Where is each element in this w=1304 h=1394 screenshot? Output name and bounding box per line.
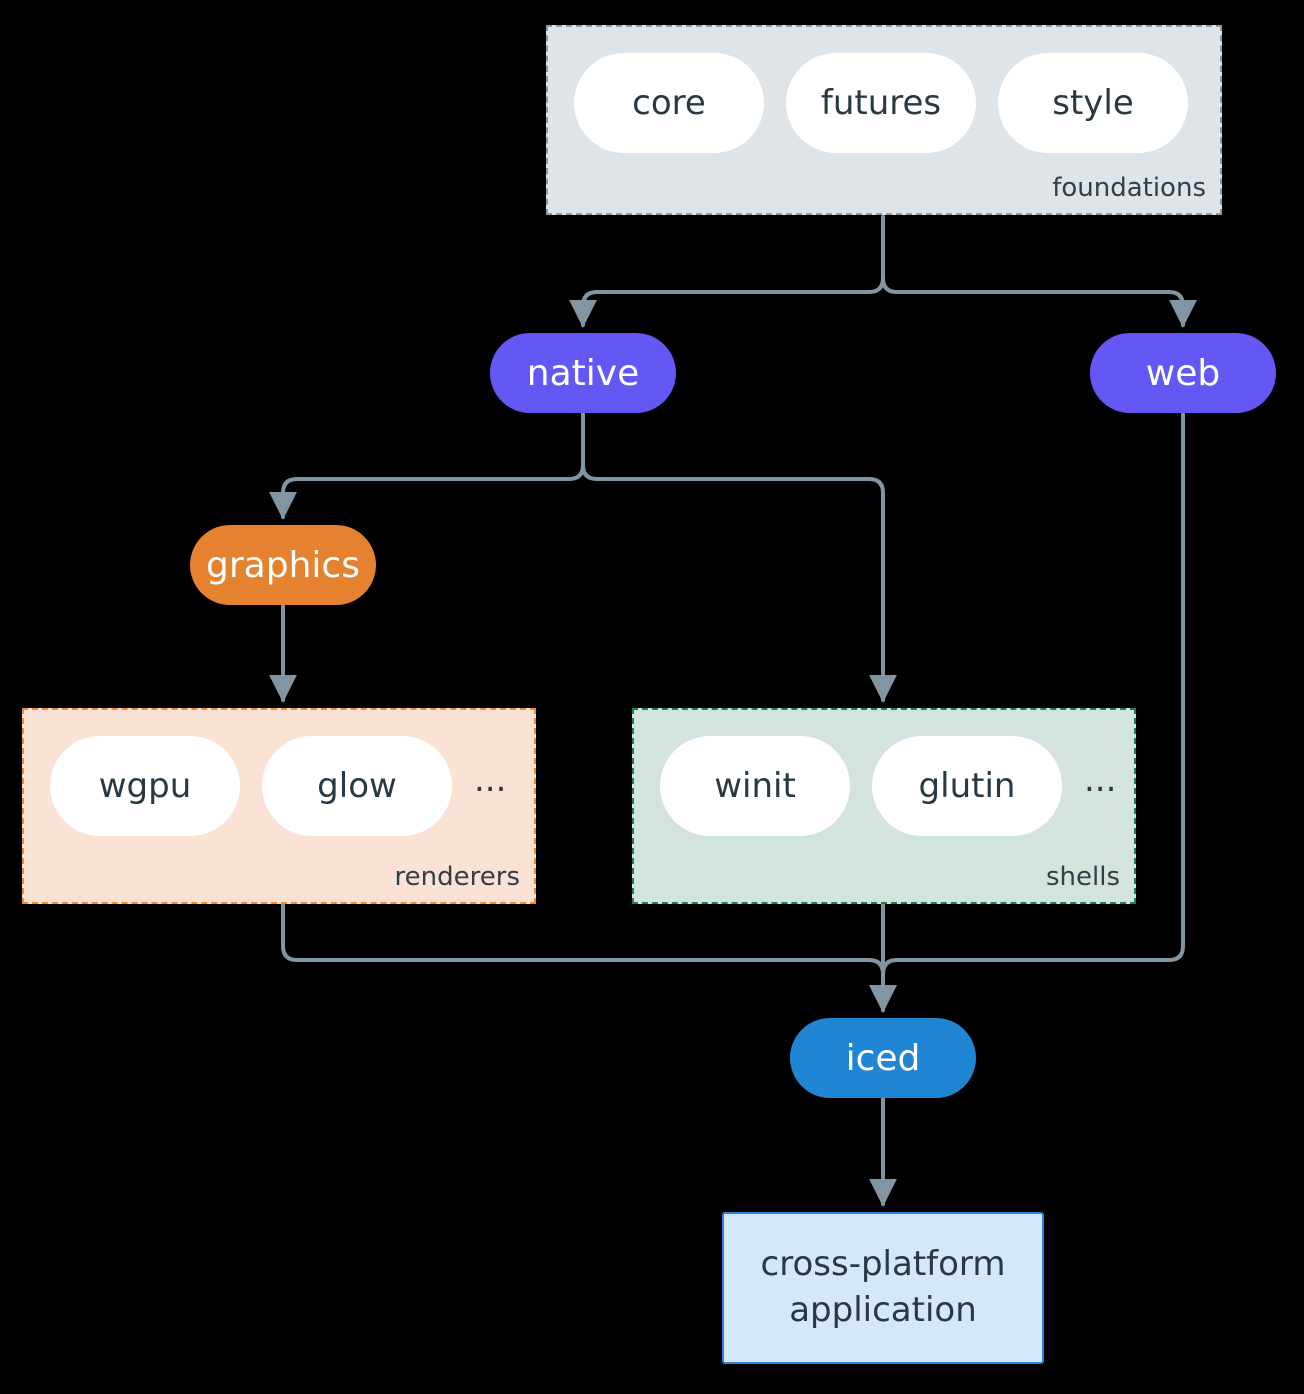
node-web[interactable]: web [1090,333,1276,413]
node-wgpu[interactable]: wgpu [50,736,240,836]
application-line-1: cross-platform [760,1244,1006,1285]
node-winit[interactable]: winit [660,736,850,836]
shells-ellipsis: ... [1084,760,1117,800]
node-style[interactable]: style [998,53,1188,153]
cluster-renderers-nodes: wgpu glow ... [50,736,506,836]
node-native[interactable]: native [490,333,676,413]
node-graphics[interactable]: graphics [190,525,376,605]
edge-native-shells [581,412,897,703]
cluster-shells-label: shells [1045,862,1120,892]
node-cross-platform-application[interactable]: cross-platform application [722,1212,1044,1364]
edge-native-graphics [269,412,585,520]
node-futures[interactable]: futures [786,53,976,153]
application-line-2: application [789,1290,977,1330]
node-glow[interactable]: glow [262,736,452,836]
cluster-shells[interactable]: winit glutin ... shells [632,708,1136,904]
node-iced[interactable]: iced [790,1018,976,1098]
cluster-renderers[interactable]: wgpu glow ... renderers [22,708,536,904]
node-glutin[interactable]: glutin [872,736,1062,836]
node-core[interactable]: core [574,53,764,153]
cluster-foundations-nodes: core futures style [574,53,1188,153]
renderers-ellipsis: ... [474,760,507,800]
cluster-renderers-label: renderers [394,862,520,892]
cluster-shells-nodes: winit glutin ... [660,736,1116,836]
edge-foundations-web [881,215,1197,328]
cluster-foundations[interactable]: core futures style foundations [546,25,1222,215]
edge-foundations-split [569,215,885,328]
cluster-foundations-label: foundations [1052,173,1206,203]
edge-renderers-iced [281,903,897,1013]
